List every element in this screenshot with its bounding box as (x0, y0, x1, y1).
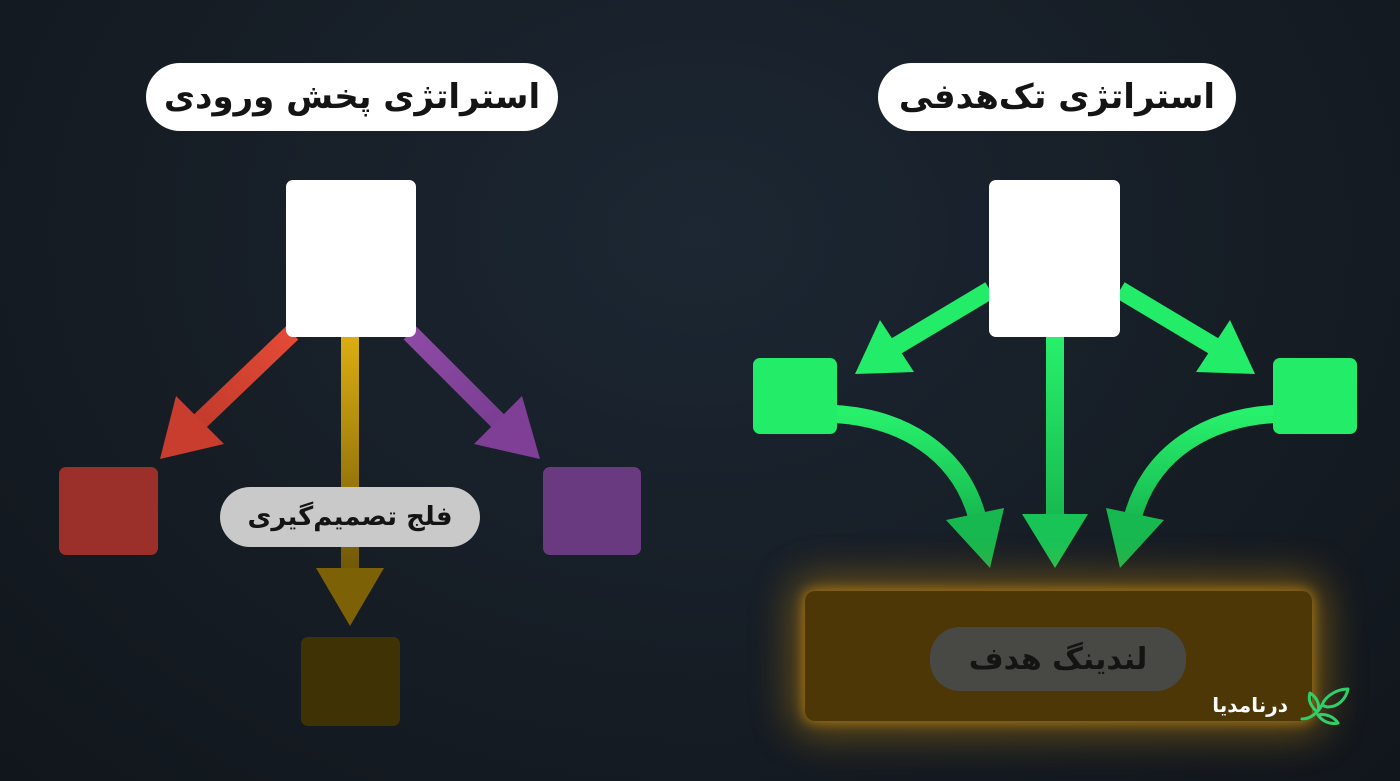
brand-logo: درنامدیا (1212, 685, 1352, 725)
red-arrow (160, 326, 299, 459)
right-panel-title: استراتژی تک‌هدفی (878, 63, 1236, 131)
target-landing-label: لندینگ هدف (930, 627, 1186, 691)
leaf-logo-icon (1300, 687, 1350, 725)
green-curve-right (1106, 405, 1275, 568)
brand-name: درنامدیا (1212, 693, 1288, 717)
green-node-left (753, 358, 837, 434)
source-node-right (989, 180, 1120, 337)
purple-node (543, 467, 641, 555)
green-arrow-center (1022, 337, 1088, 568)
source-node-left (286, 180, 416, 337)
purple-arrow (403, 326, 540, 459)
decision-paralysis-label: فلج تصمیم‌گیری (220, 487, 480, 547)
green-arrow-to-left-node (855, 282, 995, 374)
red-node (59, 467, 158, 555)
green-arrow-to-right-node (1115, 282, 1255, 374)
left-panel-title: استراتژی پخش ورودی (146, 63, 558, 131)
green-curve-left (834, 405, 1004, 568)
yellow-arrow (316, 335, 384, 626)
green-node-right (1273, 358, 1357, 434)
yellow-node (301, 637, 400, 726)
